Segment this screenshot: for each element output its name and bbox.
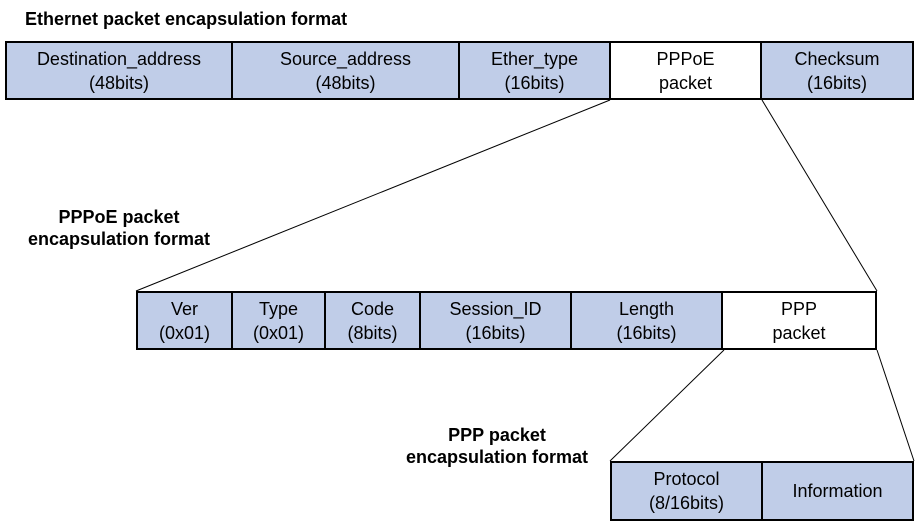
- field-ppp-packet: PPP packet: [723, 293, 875, 348]
- pppoe-expand-right-line: [761, 99, 878, 292]
- pppoe-packet-row: Ver (0x01) Type (0x01) Code (8bits) Sess…: [136, 291, 877, 350]
- field-size: (16bits): [806, 72, 868, 93]
- field-source-address: Source_address (48bits): [233, 43, 460, 98]
- field-size: packet: [772, 322, 826, 343]
- ethernet-packet-row: Destination_address (48bits) Source_addr…: [5, 41, 914, 100]
- field-type: Type (0x01): [233, 293, 326, 348]
- field-protocol: Protocol (8/16bits): [612, 463, 763, 519]
- field-size: (0x01): [158, 322, 211, 343]
- field-size: (16bits): [616, 322, 677, 343]
- field-size: (48bits): [88, 72, 150, 93]
- field-length: Length (16bits): [572, 293, 723, 348]
- field-label: Ver: [170, 298, 199, 319]
- field-code: Code (8bits): [326, 293, 421, 348]
- field-checksum: Checksum (16bits): [762, 43, 912, 98]
- field-destination-address: Destination_address (48bits): [7, 43, 233, 98]
- field-size: (8/16bits): [648, 493, 725, 513]
- ppp-format-title: PPP packet encapsulation format: [384, 424, 610, 468]
- field-size: (8bits): [347, 322, 398, 343]
- pppoe-title-line1: PPPoE packet: [58, 207, 180, 227]
- field-ver: Ver (0x01): [138, 293, 233, 348]
- pppoe-expand-left-line: [135, 99, 611, 292]
- ethernet-format-title: Ethernet packet encapsulation format: [25, 9, 348, 29]
- field-label: Length: [618, 298, 675, 319]
- field-label: Protocol: [653, 469, 720, 489]
- field-label: Checksum: [794, 48, 880, 69]
- field-pppoe-packet: PPPoE packet: [611, 43, 762, 98]
- field-label: Information: [792, 481, 883, 501]
- field-label: Ether_type: [490, 48, 579, 69]
- field-information: Information: [763, 463, 912, 519]
- field-label: Source_address: [279, 48, 412, 69]
- field-size: (16bits): [504, 72, 565, 93]
- field-size: (0x01): [252, 322, 305, 343]
- ppp-packet-row: Protocol (8/16bits) Information: [610, 461, 914, 521]
- field-ether-type: Ether_type (16bits): [460, 43, 611, 98]
- ppp-title-line1: PPP packet: [448, 425, 546, 445]
- pppoe-format-title: PPPoE packet encapsulation format: [8, 206, 230, 250]
- field-label: Code: [350, 298, 395, 319]
- field-size: packet: [658, 72, 713, 93]
- pppoe-title-line2: encapsulation format: [27, 229, 211, 249]
- field-size: (48bits): [315, 72, 376, 93]
- field-label: Destination_address: [36, 48, 202, 69]
- field-size: (16bits): [465, 322, 526, 343]
- field-label: PPP: [780, 298, 818, 319]
- field-label: Session_ID: [449, 298, 542, 319]
- ppp-expand-left-line: [609, 349, 725, 462]
- ppp-expand-right-line: [876, 349, 915, 462]
- ppp-title-line2: encapsulation format: [405, 447, 589, 467]
- field-label: Type: [258, 298, 299, 319]
- field-session-id: Session_ID (16bits): [421, 293, 572, 348]
- field-label: PPPoE: [656, 48, 715, 69]
